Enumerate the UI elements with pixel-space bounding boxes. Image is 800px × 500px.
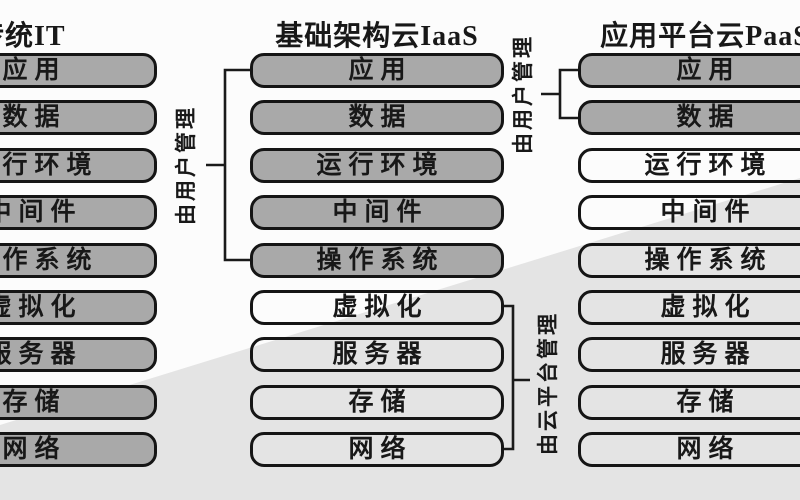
layer-box-label: 中间件 [332,199,429,227]
column-title-iaas: 基础架构云IaaS [275,21,479,52]
layer-box-label: 数据 [348,104,413,132]
layer-box-label: 中间件 [0,199,83,227]
column-title-paas: 应用平台云PaaS [600,21,800,52]
layer-box-label: 运行环境 [0,151,99,179]
layer-box-label: 服务器 [660,341,757,369]
layer-box-label: 虚拟化 [332,294,429,321]
layer-box-paas-8: 存储 [578,384,800,420]
layer-box-label: 存储 [348,388,413,416]
layer-box-label: 虚拟化 [660,294,757,321]
layer-box-paas-1: 应用 [578,53,800,88]
layer-box-label: 应用 [676,57,741,84]
layer-box-label: 应用 [348,57,413,84]
column-title-traditional-it: 传统IT [0,21,66,52]
layer-box-iaas-7: 服务器 [250,337,504,373]
layer-box-iaas-2: 数据 [250,100,504,136]
layer-box-label: 数据 [676,104,741,132]
layer-box-paas-4: 中间件 [578,195,800,231]
layer-box-label: 虚拟化 [0,294,83,321]
layer-box-label: 数据 [2,104,67,132]
bracket-label-user-managed-right: 由用户管理 [511,34,535,154]
layer-box-iaas-6: 虚拟化 [250,290,504,325]
layer-box-label: 服务器 [0,341,83,369]
layer-box-iaas-9: 网络 [250,432,504,468]
layer-box-traditional-it-6: 虚拟化 [0,290,157,325]
bracket-label-user-managed-left: 由用户管理 [174,105,198,225]
layer-box-label: 操作系统 [644,246,773,274]
layer-box-paas-7: 服务器 [578,337,800,373]
layer-box-label: 网络 [2,436,67,464]
layer-box-traditional-it-7: 服务器 [0,337,157,373]
layer-box-traditional-it-1: 应用 [0,53,157,88]
layer-box-label: 中间件 [660,199,757,227]
layer-box-traditional-it-5: 操作系统 [0,242,157,278]
layer-box-iaas-1: 应用 [250,53,504,88]
layer-box-label: 存储 [676,388,741,416]
layer-box-label: 应用 [2,57,67,84]
layer-box-paas-5: 操作系统 [578,242,800,278]
layer-box-label: 网络 [676,436,741,464]
layer-box-label: 服务器 [332,341,429,369]
layer-box-paas-6: 虚拟化 [578,290,800,325]
layer-box-paas-2: 数据 [578,100,800,136]
bracket-label-cloud-managed: 由云平台管理 [536,311,560,455]
layer-box-iaas-5: 操作系统 [250,242,504,278]
layer-box-label: 存储 [2,388,67,416]
layer-box-label: 运行环境 [644,151,773,179]
layer-box-traditional-it-2: 数据 [0,100,157,136]
layer-box-traditional-it-3: 运行环境 [0,147,157,183]
layer-box-traditional-it-8: 存储 [0,384,157,420]
layer-box-label: 操作系统 [316,246,445,274]
layer-box-paas-3: 运行环境 [578,147,800,183]
layer-box-iaas-8: 存储 [250,384,504,420]
layer-box-label: 运行环境 [316,151,445,179]
layer-box-paas-9: 网络 [578,432,800,468]
layer-box-label: 操作系统 [0,246,99,274]
layer-box-iaas-3: 运行环境 [250,147,504,183]
layer-box-label: 网络 [348,436,413,464]
layer-box-iaas-4: 中间件 [250,195,504,231]
layer-box-traditional-it-9: 网络 [0,432,157,468]
layer-box-traditional-it-4: 中间件 [0,195,157,231]
